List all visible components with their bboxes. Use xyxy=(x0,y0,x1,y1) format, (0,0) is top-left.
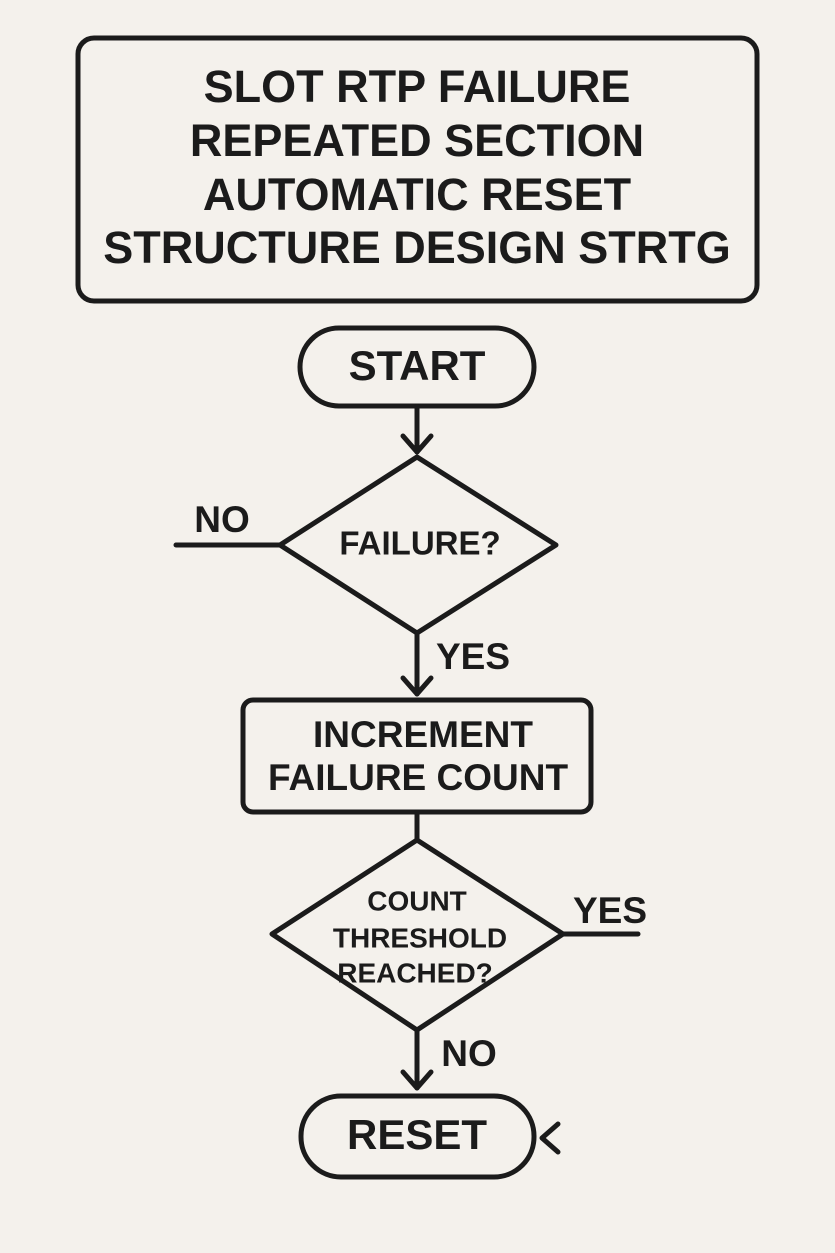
arrowhead-increment xyxy=(400,675,434,697)
threshold-label-line-2: THRESHOLD xyxy=(333,922,507,953)
reset-label: RESET xyxy=(347,1111,487,1158)
failure-decision: FAILURE? xyxy=(277,454,559,636)
threshold-decision: COUNT THRESHOLD REACHED? xyxy=(269,837,566,1033)
title-box: SLOT RTP FAILURE REPEATED SECTION AUTOMA… xyxy=(75,35,760,304)
reset-node: RESET xyxy=(298,1093,537,1180)
title-line-4: STRUCTURE DESIGN STRTG xyxy=(103,222,731,273)
start-node: START xyxy=(297,325,537,409)
edge-label-threshold-yes: YES xyxy=(573,890,647,931)
increment-node: INCREMENT FAILURE COUNT xyxy=(240,697,594,815)
threshold-label-line-3: REACHED? xyxy=(337,957,493,988)
start-label: START xyxy=(349,342,486,389)
title-line-2: REPEATED SECTION xyxy=(190,115,644,166)
edge-label-failure-no: NO xyxy=(194,499,250,540)
title-frame xyxy=(75,35,760,304)
increment-label-line-2: FAILURE COUNT xyxy=(268,757,569,798)
reset-terminal xyxy=(298,1093,537,1180)
arrowhead-reset-right xyxy=(539,1121,561,1155)
increment-label-line-1: INCREMENT xyxy=(313,714,533,755)
edge-label-threshold-no: NO xyxy=(441,1033,497,1074)
title-line-1: SLOT RTP FAILURE xyxy=(204,61,631,112)
failure-label: FAILURE? xyxy=(339,525,500,562)
title-line-3: AUTOMATIC RESET xyxy=(203,169,631,220)
threshold-label-line-1: COUNT xyxy=(367,885,467,916)
arrowhead-failure xyxy=(400,433,434,455)
edge-label-failure-yes: YES xyxy=(436,636,510,677)
arrowhead-reset-down xyxy=(400,1069,434,1091)
